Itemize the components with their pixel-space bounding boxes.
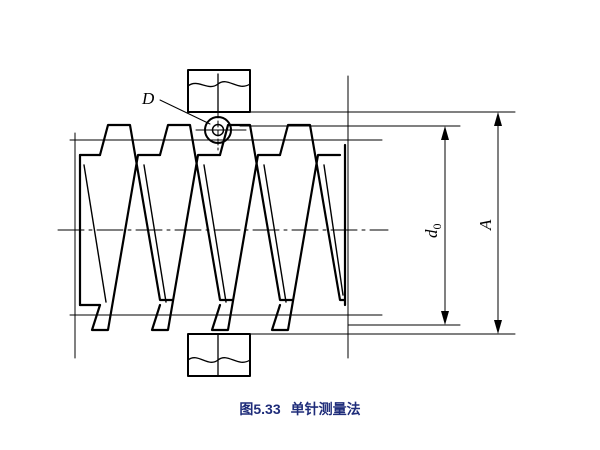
a-label: A [476, 219, 495, 231]
a-arrow-bottom [494, 320, 502, 334]
measuring-pin [195, 111, 247, 151]
d0-label: d0 [422, 224, 444, 239]
pin-leader-line [159, 99, 211, 125]
figure-caption: 图5.33 单针测量法 [0, 399, 600, 419]
a-arrow-top [494, 112, 502, 126]
thread-tooth-4 [278, 123, 347, 302]
thread-tooth-2 [158, 123, 234, 302]
top-anvil [187, 69, 251, 113]
a-dimension: A [476, 112, 502, 334]
bottom-anvil-break [187, 357, 251, 363]
caption-title: 单针测量法 [290, 401, 361, 417]
thread-tooth-1 [98, 123, 174, 302]
extension-lines [239, 111, 516, 335]
d0-arrow-top [441, 126, 449, 140]
d0-arrow-bottom [441, 311, 449, 325]
thread-tooth-3 [218, 123, 294, 302]
top-anvil-break [187, 81, 251, 88]
caption-number: 图5.33 [239, 401, 281, 417]
bottom-anvil [187, 333, 251, 377]
single-pin-measurement-diagram: D d0 A [57, 69, 516, 377]
crest-lines [69, 75, 383, 359]
d0-dimension: d0 [422, 126, 449, 325]
thread-profile [78, 123, 347, 332]
pin-label: D [141, 89, 155, 108]
